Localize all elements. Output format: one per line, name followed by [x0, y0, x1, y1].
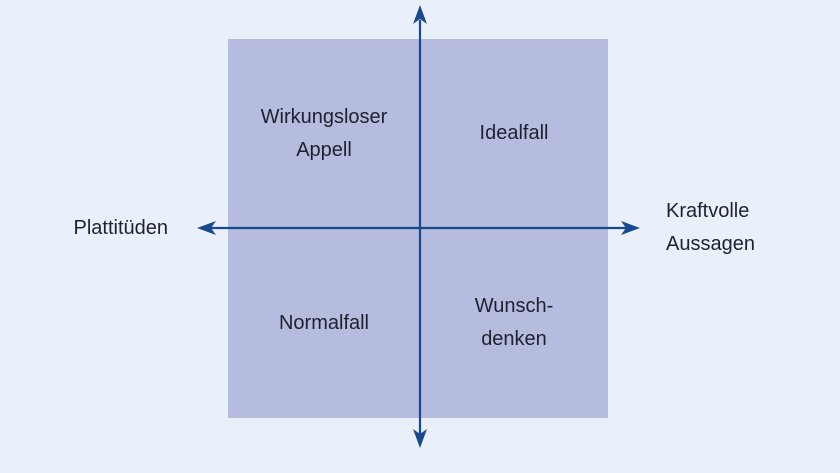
- quadrant-label-line: Appell: [296, 138, 352, 161]
- quadrant-label-line: Wunsch-: [474, 295, 554, 317]
- x-axis-label-right-line: Aussagen: [666, 233, 755, 255]
- quadrant-label-bottom-left: Normalfall: [228, 228, 420, 418]
- arrow-down-icon: [413, 429, 427, 448]
- arrow-left-icon: [197, 221, 216, 235]
- quadrant-label-line: Normalfall: [278, 311, 370, 334]
- arrow-up-icon: [413, 5, 427, 24]
- quadrant-label-top-right: Idealfall: [420, 39, 608, 228]
- x-axis-label-right-line: Kraftvolle: [666, 200, 750, 222]
- quadrant-label-bottom-right: Wunsch- denken: [420, 228, 608, 418]
- quadrant-label-line: denken: [481, 328, 547, 350]
- x-axis-label-right: Kraftvolle Aussagen: [666, 195, 755, 261]
- x-axis-label-left: Plattitüden: [73, 217, 168, 239]
- arrow-right-icon: [621, 221, 640, 235]
- quadrant-label-line: Idealfall: [479, 122, 549, 144]
- quadrant-label-top-left: Wirkungsloser Appell: [228, 39, 420, 228]
- quadrant-label-line: Wirkungsloser: [260, 105, 388, 128]
